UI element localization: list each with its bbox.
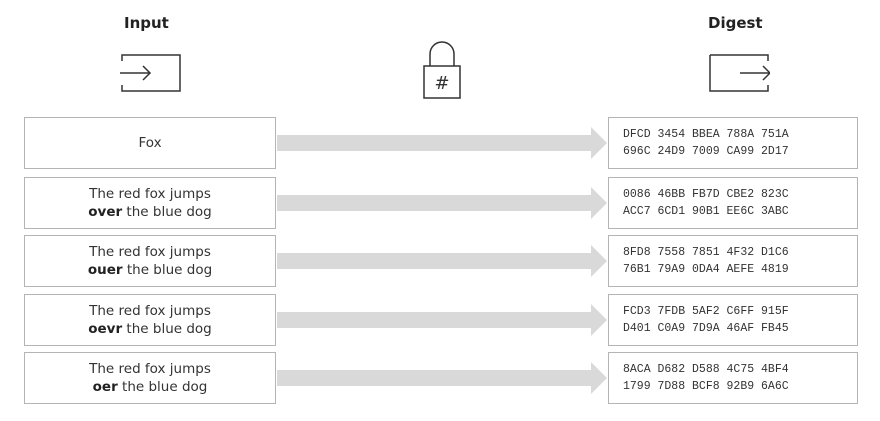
digest-line-1: 8ACA D682 D588 4C75 4BF4 xyxy=(623,363,789,376)
digest-line-2: ACC7 6CD1 90B1 EE6C 3ABC xyxy=(623,205,789,218)
hash-arrow xyxy=(277,185,607,225)
digest-line-2: 696C 24D9 7009 CA99 2D17 xyxy=(623,145,789,158)
digest-line-1: 0086 46BB FB7D CBE2 823C xyxy=(623,188,789,201)
digest-line-2: D401 C0A9 7D9A 46AF FB45 xyxy=(623,322,789,335)
hash-arrow xyxy=(277,125,607,165)
input-line-2-rest: the blue dog xyxy=(117,379,208,395)
digest-line-1: 8FD8 7558 7851 4F32 D1C6 xyxy=(623,246,789,259)
input-line-1: The red fox jumps xyxy=(89,186,211,202)
digest-line-1: DFCD 3454 BBEA 788A 751A xyxy=(623,128,789,141)
input-line-2: ouer the blue dog xyxy=(88,261,212,279)
digest-box: 8FD8 7558 7851 4F32 D1C6 76B1 79A9 0DA4 A… xyxy=(608,235,858,287)
input-line-2-rest: the blue dog xyxy=(122,204,212,220)
digest-line-2: 76B1 79A9 0DA4 AEFE 4819 xyxy=(623,263,789,276)
changed-word: oevr xyxy=(88,321,123,337)
input-line-2-rest: the blue dog xyxy=(122,321,212,337)
input-header: Input xyxy=(124,14,169,32)
changed-word: oer xyxy=(92,379,118,395)
hash-lock-icon: # xyxy=(422,40,462,104)
input-text-box: Fox xyxy=(24,117,276,169)
hash-row: Fox DFCD 3454 BBEA 788A 751A 696C 24D9 700… xyxy=(0,117,880,169)
input-line-1: The red fox jumps xyxy=(89,303,211,319)
digest-line-1: FCD3 7FDB 5AF2 C6FF 915F xyxy=(623,305,789,318)
digest-box: 8ACA D682 D588 4C75 4BF4 1799 7D88 BCF8 9… xyxy=(608,352,858,404)
output-arrow-icon xyxy=(708,53,772,97)
digest-box: FCD3 7FDB 5AF2 C6FF 915F D401 C0A9 7D9A 4… xyxy=(608,294,858,346)
changed-word: ouer xyxy=(87,262,123,278)
input-line-1: The red fox jumps xyxy=(89,361,211,377)
hash-arrow xyxy=(277,360,607,400)
lock-hash-symbol: # xyxy=(434,73,449,94)
digest-box: DFCD 3454 BBEA 788A 751A 696C 24D9 7009 C… xyxy=(608,117,858,169)
digest-line-2: 1799 7D88 BCF8 92B9 6A6C xyxy=(623,380,789,393)
input-line-1: Fox xyxy=(138,135,162,151)
hash-arrow xyxy=(277,302,607,342)
input-line-1: The red fox jumps xyxy=(89,244,211,260)
digest-header: Digest xyxy=(708,14,763,32)
input-line-2-rest: the blue dog xyxy=(122,262,213,278)
input-line-2: over the blue dog xyxy=(88,203,212,221)
digest-box: 0086 46BB FB7D CBE2 823C ACC7 6CD1 90B1 E… xyxy=(608,177,858,229)
input-line-2: oevr the blue dog xyxy=(88,320,212,338)
input-line-2: oer the blue dog xyxy=(93,378,208,396)
input-arrow-icon xyxy=(120,53,182,97)
changed-word: over xyxy=(88,204,123,220)
hash-arrow xyxy=(277,243,607,283)
